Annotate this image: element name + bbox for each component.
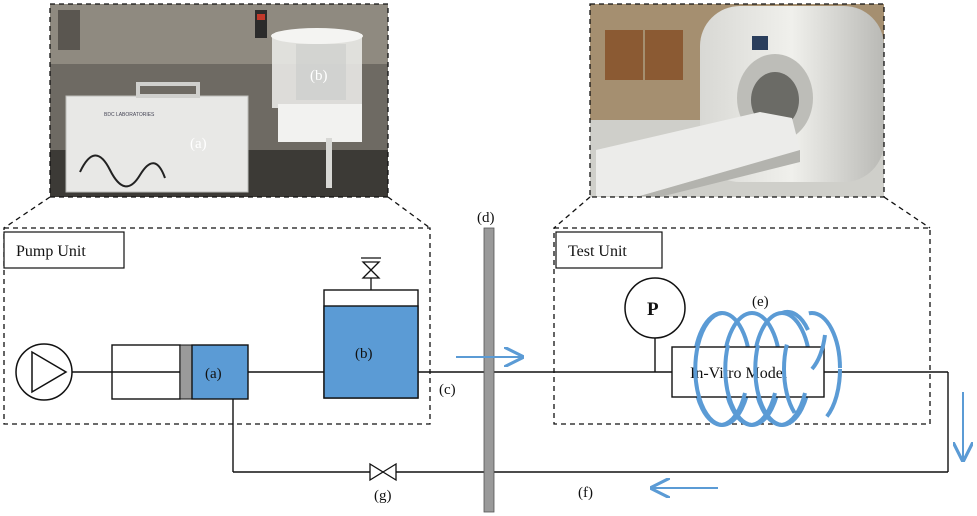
component-e-label: (e) [752,294,769,310]
pressure-label: P [647,299,659,320]
pump-logo-text: BDC LABORATORIES [104,112,155,118]
component-b-reservoir: (b) [323,257,419,399]
photo-label-a: (a) [190,136,207,152]
test-unit-title-box [555,231,663,269]
pump-unit-photo: BDC LABORATORIES (a) (b) [50,4,388,197]
mri-scanner-photo [590,4,884,197]
pump-symbol-icon [15,343,73,401]
piston-cylinder [111,344,193,400]
flow-arrows [456,357,963,488]
component-a-box: (a) [191,344,249,400]
component-a-label: (a) [205,366,222,382]
zoom-lines [3,3,931,229]
component-g-label: (g) [374,488,392,504]
component-d-label: (d) [477,210,495,226]
component-f-label: (f) [578,485,593,501]
test-unit-title: Test Unit [568,243,627,260]
pump-unit-panel: Pump Unit [3,227,431,425]
valve-g-icon: (g) [369,462,397,504]
coil-front-segments [693,309,827,427]
model-label: In-Vitro Model [690,365,788,382]
component-b-label: (b) [355,346,373,362]
photo-label-b: (b) [310,68,328,84]
separator-wall-d: (d) [477,210,495,513]
test-unit-panel: Test Unit [553,227,931,425]
pump-unit-title: Pump Unit [16,243,86,260]
pressure-sensor: P [624,277,686,372]
pump-unit-title-box [3,231,125,269]
in-vitro-model: In-Vitro Model (e) [671,294,842,427]
component-c-label: (c) [439,382,456,398]
